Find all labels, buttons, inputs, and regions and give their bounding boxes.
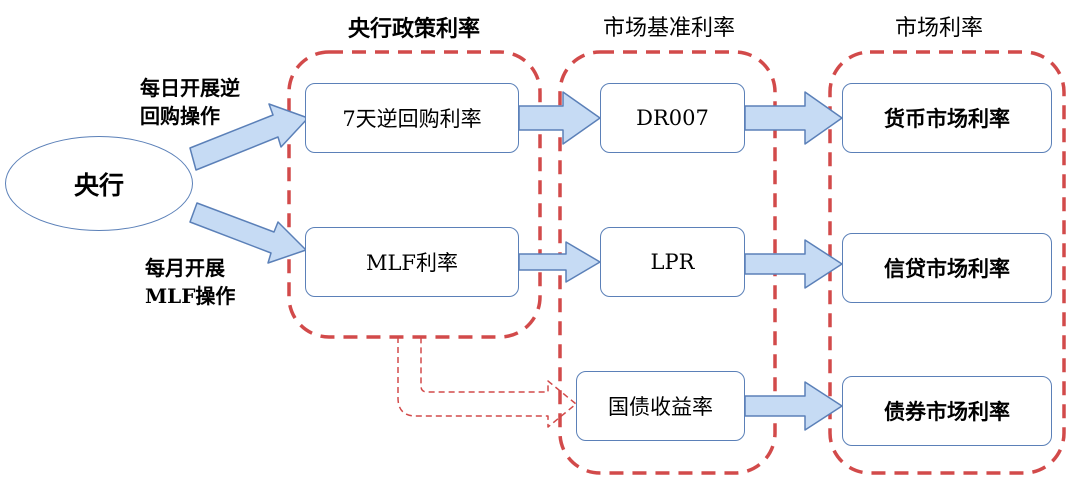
- arrow-dr007-to-money-market: [744, 91, 843, 145]
- daily-operation-label: 每日开展逆 回购操作: [140, 74, 240, 130]
- node-reverse-repo-7d-label: 7天逆回购利率: [342, 107, 482, 131]
- monthly-operation-line-1: 每月开展: [145, 256, 225, 280]
- node-reverse-repo-7d: 7天逆回购利率: [305, 83, 519, 153]
- column-title-benchmark-rate: 市场基准利率: [603, 16, 736, 41]
- column-title-market-rate: 市场利率: [895, 16, 984, 41]
- node-bond-market-rate-label: 债券市场利率: [884, 399, 1010, 424]
- group-box-market-rate: [828, 50, 1066, 475]
- monthly-operation-label: 每月开展 MLF操作: [145, 254, 235, 310]
- node-credit-market-rate-label: 信贷市场利率: [884, 256, 1010, 281]
- node-money-market-rate-label: 货币市场利率: [884, 106, 1010, 131]
- node-treasury-yield-label: 国债收益率: [608, 395, 713, 419]
- node-treasury-yield: 国债收益率: [576, 371, 745, 441]
- arrow-treasury-to-bond-market: [744, 381, 843, 431]
- node-bond-market-rate: 债券市场利率: [842, 376, 1052, 446]
- central-bank-node: 央行: [5, 136, 193, 231]
- arrow-mlf-to-lpr: [518, 241, 601, 283]
- arrow-central-bank-to-mlf: [189, 202, 307, 264]
- group-box-policy-rate: [287, 50, 542, 339]
- monthly-operation-line-2: MLF操作: [145, 284, 236, 308]
- daily-operation-line-2: 回购操作: [140, 104, 220, 128]
- node-mlf-rate: MLF利率: [305, 227, 519, 297]
- arrow-reverse-repo-to-dr007: [518, 91, 601, 145]
- node-dr007: DR007: [600, 83, 745, 153]
- node-money-market-rate: 货币市场利率: [842, 83, 1052, 153]
- node-lpr-label: LPR: [650, 250, 695, 274]
- node-lpr: LPR: [600, 227, 745, 297]
- dashed-arrow-mlf-to-treasury: [397, 337, 577, 428]
- column-title-policy-rate: 央行政策利率: [348, 16, 481, 42]
- node-dr007-label: DR007: [636, 106, 709, 130]
- node-credit-market-rate: 信贷市场利率: [842, 233, 1052, 303]
- arrow-lpr-to-credit-market: [744, 239, 843, 289]
- daily-operation-line-1: 每日开展逆: [140, 76, 240, 100]
- arrow-central-bank-to-reverse-repo: [189, 103, 309, 171]
- node-mlf-rate-label: MLF利率: [365, 251, 459, 275]
- central-bank-label: 央行: [73, 170, 124, 200]
